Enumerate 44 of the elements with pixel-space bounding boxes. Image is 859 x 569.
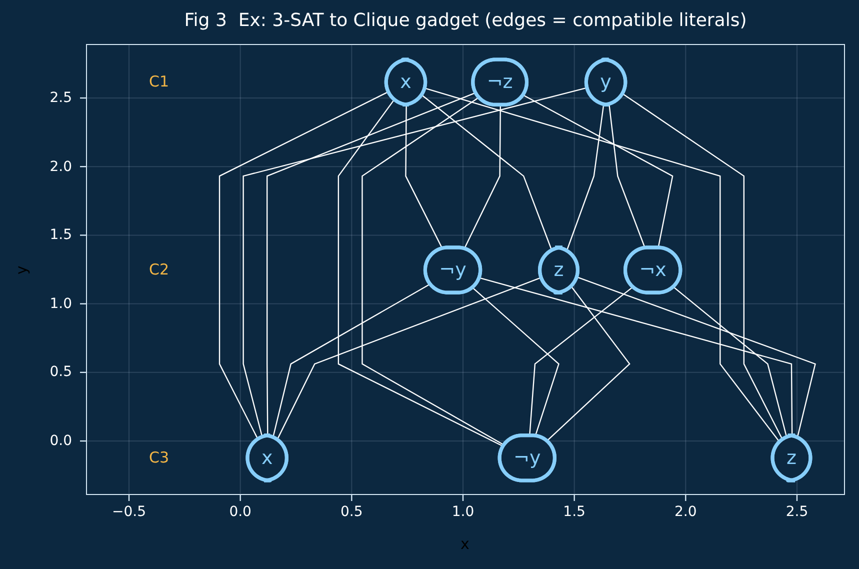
edge-line [566, 105, 604, 252]
literal-text: ¬y [514, 445, 541, 471]
edge-line [338, 99, 504, 448]
edge-line [622, 93, 784, 440]
x-tick-label: 1.5 [563, 504, 586, 520]
edge-line [608, 105, 646, 248]
literal-text: ¬y [439, 257, 466, 283]
x-tick-label: −0.5 [112, 504, 146, 520]
edge-line [577, 276, 816, 438]
x-axis-title: x [460, 536, 470, 554]
edge-line [272, 284, 431, 438]
literal-text: z [554, 257, 564, 283]
figure-title: Fig 3 Ex: 3-SAT to Clique gadget (edges = compatible literals) [184, 10, 747, 31]
y-axis-title: y [13, 266, 31, 274]
edge-line [546, 286, 630, 442]
literal-text: ¬z [486, 69, 513, 95]
literal-text: ¬x [639, 257, 667, 283]
x-tick-label: 2.0 [674, 504, 697, 520]
x-tick-label: 0.5 [340, 504, 363, 520]
y-tick-label: 0.0 [50, 432, 72, 450]
edge-line [425, 88, 780, 443]
literal-text: y [600, 69, 612, 95]
edge-line [673, 286, 788, 438]
clause-label: C1 [149, 73, 170, 91]
edge-line [219, 91, 389, 440]
literal-text: z [786, 445, 797, 471]
edge-line [464, 105, 502, 250]
edge-line [362, 96, 505, 446]
literal-text: x [400, 69, 412, 95]
y-tick-label: 1.0 [50, 296, 72, 312]
clause-label: C2 [149, 261, 170, 279]
edge-line [523, 94, 674, 248]
edge-line [529, 286, 634, 436]
y-tick-label: 0.5 [50, 364, 72, 380]
y-tick-label: 1.5 [50, 227, 72, 244]
y-tick-label: 2.0 [50, 158, 72, 175]
clause-label: C3 [149, 449, 170, 466]
literal-text: x [262, 445, 273, 471]
x-tick-label: 2.5 [786, 504, 808, 520]
x-tick-label: 0.0 [229, 504, 252, 520]
x-tick-label: 1.0 [452, 504, 474, 520]
y-tick-label: 2.5 [50, 90, 72, 106]
edge-line [276, 276, 542, 440]
edge-line [472, 287, 560, 436]
